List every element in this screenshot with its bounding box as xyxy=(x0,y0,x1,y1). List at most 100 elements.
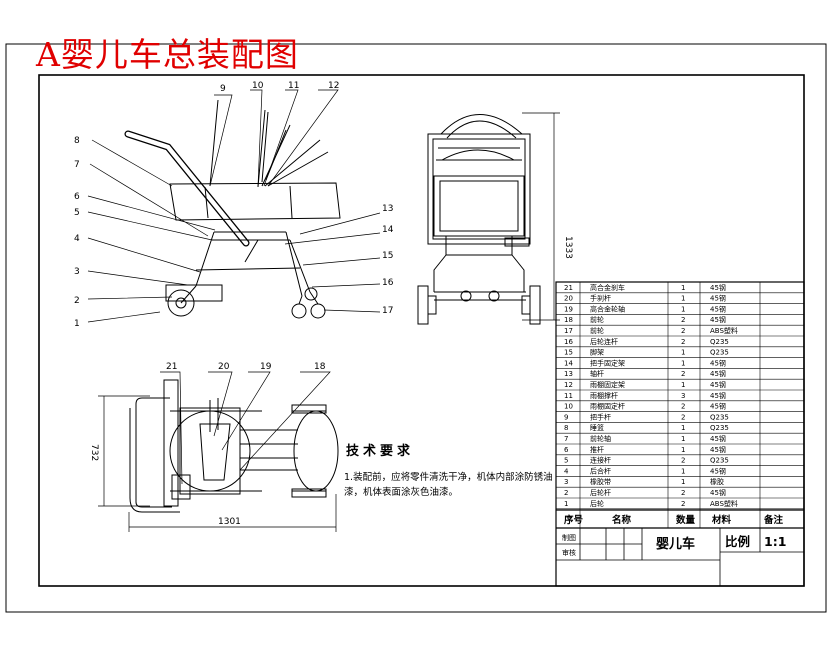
bom-cell: 3 xyxy=(564,478,568,486)
part-name: 婴儿车 xyxy=(656,536,695,552)
bom-cell: 后轮连杆 xyxy=(590,337,618,346)
bom-cell: 1 xyxy=(681,305,685,313)
bom-cell: 雨棚固定杆 xyxy=(590,402,625,411)
bom-cell: 雨棚固定架 xyxy=(590,380,625,389)
callout-label: 16 xyxy=(382,278,394,288)
bom-cell: 前轮 xyxy=(590,315,604,324)
bom-header-cell: 备注 xyxy=(763,514,784,526)
bom-cell: 前轮轴 xyxy=(590,434,611,443)
bom-cell: 45钢 xyxy=(710,445,726,454)
bom-cell: 4 xyxy=(564,467,569,475)
bom-cell: 手刹杆 xyxy=(590,294,611,303)
bom-cell: 1 xyxy=(681,381,685,389)
bom-cell: 45钢 xyxy=(710,488,726,497)
side-leaders xyxy=(87,89,381,323)
bom-cell: 2 xyxy=(681,370,685,378)
callout-label: 1 xyxy=(74,319,80,329)
top-leaders xyxy=(98,371,337,532)
bom-header: 序号 名称 数量 材料 备注 xyxy=(564,514,784,526)
bom-cell: 2 xyxy=(564,489,568,497)
bom-cell: 5 xyxy=(564,457,568,465)
front-dimension xyxy=(522,112,560,321)
bom-cell: Q235 xyxy=(710,349,729,357)
callout-label: 12 xyxy=(328,81,339,91)
bom-cell: 前轮 xyxy=(590,326,604,335)
callout-label: 2 xyxy=(74,296,80,306)
inner-border xyxy=(38,74,805,587)
title-block: 制图 审核 婴儿车 比例 1:1 xyxy=(562,533,786,557)
bom-cell: 高合金轮轴 xyxy=(590,304,625,313)
bom-header-cell: 材料 xyxy=(711,514,732,526)
height-dimension: 1333 xyxy=(563,236,573,259)
bom-cell: 把手固定架 xyxy=(590,358,625,367)
tech-requirements-text: 1.装配前，应将零件清洗干净，机体内部涂防锈油漆，机体表面涂灰色油漆。 xyxy=(344,472,553,498)
top-callouts: 21 20 19 18 xyxy=(166,362,326,372)
bom-cell: Q235 xyxy=(710,457,729,465)
bom-cell: 2 xyxy=(681,316,685,324)
bom-cell: 17 xyxy=(564,327,573,335)
bom-cell: 雨棚撑杆 xyxy=(590,391,618,400)
bom-cell: 45钢 xyxy=(710,294,726,303)
bom-cell: 45钢 xyxy=(710,315,726,324)
bom-cell: 1 xyxy=(681,446,685,454)
bom-cell: 13 xyxy=(564,370,573,378)
bom-cell: 15 xyxy=(564,349,573,357)
callout-label: 9 xyxy=(220,84,226,94)
bom-cell: 45钢 xyxy=(710,304,726,313)
bom-cell: 1 xyxy=(681,424,685,432)
bom-cell: 21 xyxy=(564,284,573,292)
bom-cell: 后合杆 xyxy=(590,466,611,475)
bom-cell: 2 xyxy=(681,338,685,346)
outer-border xyxy=(5,43,827,613)
callout-label: 6 xyxy=(74,192,80,202)
width-dimension: 1301 xyxy=(218,517,241,527)
callout-label: 21 xyxy=(166,362,177,372)
bom-cell: 2 xyxy=(681,457,685,465)
bom-cell: ABS塑料 xyxy=(710,499,738,508)
bom-cell: 1 xyxy=(681,359,685,367)
bom-cell: 脚架 xyxy=(590,348,604,357)
bom-cell: 睡篮 xyxy=(590,423,604,432)
bom-cell: 1 xyxy=(681,435,685,443)
callout-label: 4 xyxy=(74,234,80,244)
bom-cell: 橡胶 xyxy=(710,477,724,486)
bom-cell: 后轮杆 xyxy=(590,488,611,497)
callout-label: 14 xyxy=(382,225,394,235)
callout-label: 18 xyxy=(314,362,326,372)
bom-cell: 1 xyxy=(681,284,685,292)
bom-cell: 3 xyxy=(681,392,685,400)
bom-cell: 18 xyxy=(564,316,573,324)
bom-cell: 45钢 xyxy=(710,466,726,475)
bom-cell: 12 xyxy=(564,381,573,389)
bom-cell: 9 xyxy=(564,413,568,421)
bom-header-cell: 名称 xyxy=(612,514,632,526)
bom-cell: 2 xyxy=(681,403,685,411)
side-view xyxy=(124,99,341,319)
bom-cell: 橡胶带 xyxy=(590,477,611,486)
bom-cell: 10 xyxy=(564,403,573,411)
callout-label: 8 xyxy=(74,136,80,146)
bom-cell: 1 xyxy=(681,467,685,475)
bom-cell: Q235 xyxy=(710,413,729,421)
callout-label: 20 xyxy=(218,362,230,372)
bom-cell: 45钢 xyxy=(710,391,726,400)
callout-label: 11 xyxy=(288,81,299,91)
bom-cell: 16 xyxy=(564,338,573,346)
bom-cell: ABS塑料 xyxy=(710,326,738,335)
bom-cell: 轴杆 xyxy=(590,369,604,378)
bom-cell: 1 xyxy=(681,478,685,486)
bom-cell: 6 xyxy=(564,446,569,454)
checked-label: 审核 xyxy=(562,548,576,557)
bom-cell: 8 xyxy=(564,424,568,432)
callout-label: 7 xyxy=(74,160,80,170)
bom-cell: 后轮 xyxy=(590,499,604,508)
drawn-label: 制图 xyxy=(562,533,576,542)
front-view xyxy=(417,114,541,325)
bom-cell: 连接杆 xyxy=(590,456,611,465)
bom-table xyxy=(555,281,805,587)
bom-cell: Q235 xyxy=(710,338,729,346)
bom-cell: 45钢 xyxy=(710,434,726,443)
bom-cell: 1 xyxy=(681,295,685,303)
